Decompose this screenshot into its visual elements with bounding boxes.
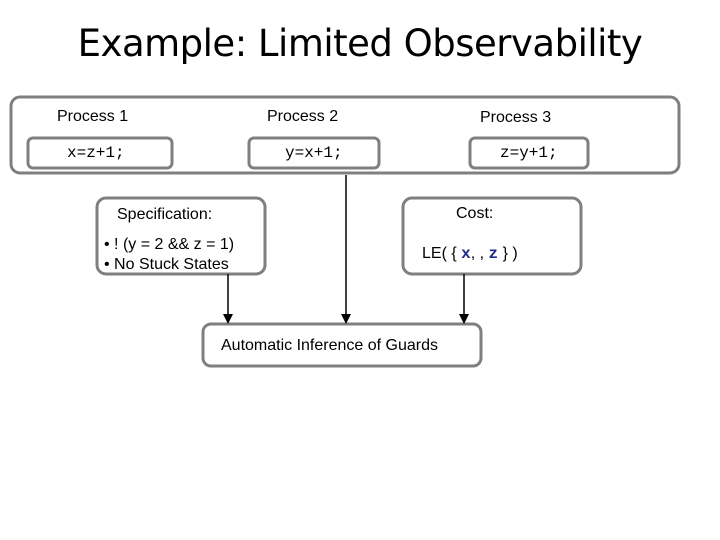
- cost-label: Cost:: [456, 205, 494, 222]
- process-2-label: Process 2: [267, 108, 339, 125]
- inference-box: [201, 322, 483, 368]
- process-1-label: Process 1: [57, 108, 129, 125]
- cost-prefix: LE( {: [422, 245, 457, 262]
- cost-expression: LE( { x, , z } ): [422, 245, 518, 263]
- specification-label: Specification:: [117, 206, 213, 223]
- spec-item: • No Stuck States: [104, 256, 229, 273]
- cost-var-z: z: [488, 245, 499, 263]
- specification-list: • ! (y = 2 && z = 1) • No Stuck States: [104, 235, 234, 275]
- process-2-code-box: [247, 136, 381, 170]
- process-3-label: Process 3: [480, 109, 552, 126]
- inference-label: Automatic Inference of Guards: [221, 337, 438, 354]
- process-2-code: y=x+1;: [285, 144, 343, 162]
- cost-separator: , ,: [470, 245, 485, 262]
- cost-var-x: x: [461, 245, 471, 263]
- cost-box: [401, 196, 583, 276]
- cost-suffix: } ): [502, 245, 518, 262]
- slide-title: Example: Limited Observability: [77, 22, 643, 65]
- spec-item: • ! (y = 2 && z = 1): [104, 236, 235, 253]
- process-3-code-box: [468, 136, 590, 170]
- process-1-code-box: [26, 136, 174, 170]
- specification-box: [95, 196, 267, 276]
- process-1-code: x=z+1;: [67, 144, 125, 162]
- process-3-code: z=y+1;: [500, 144, 558, 162]
